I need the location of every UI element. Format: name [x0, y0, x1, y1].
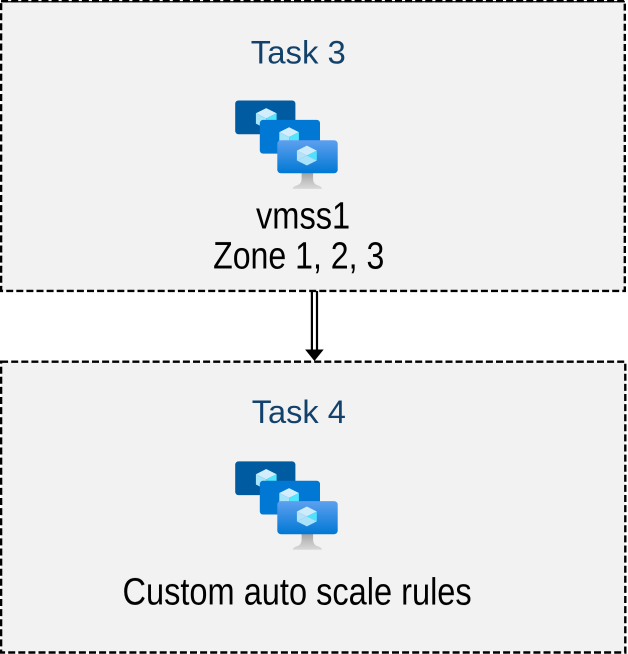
svg-text:Task 3: Task 3 — [251, 33, 346, 70]
svg-text:Task 4: Task 4 — [252, 393, 346, 430]
svg-text:vmss1: vmss1 — [256, 195, 350, 237]
svg-text:Zone 1, 2, 3: Zone 1, 2, 3 — [213, 235, 384, 277]
svg-text:Custom auto scale rules: Custom auto scale rules — [122, 571, 471, 613]
